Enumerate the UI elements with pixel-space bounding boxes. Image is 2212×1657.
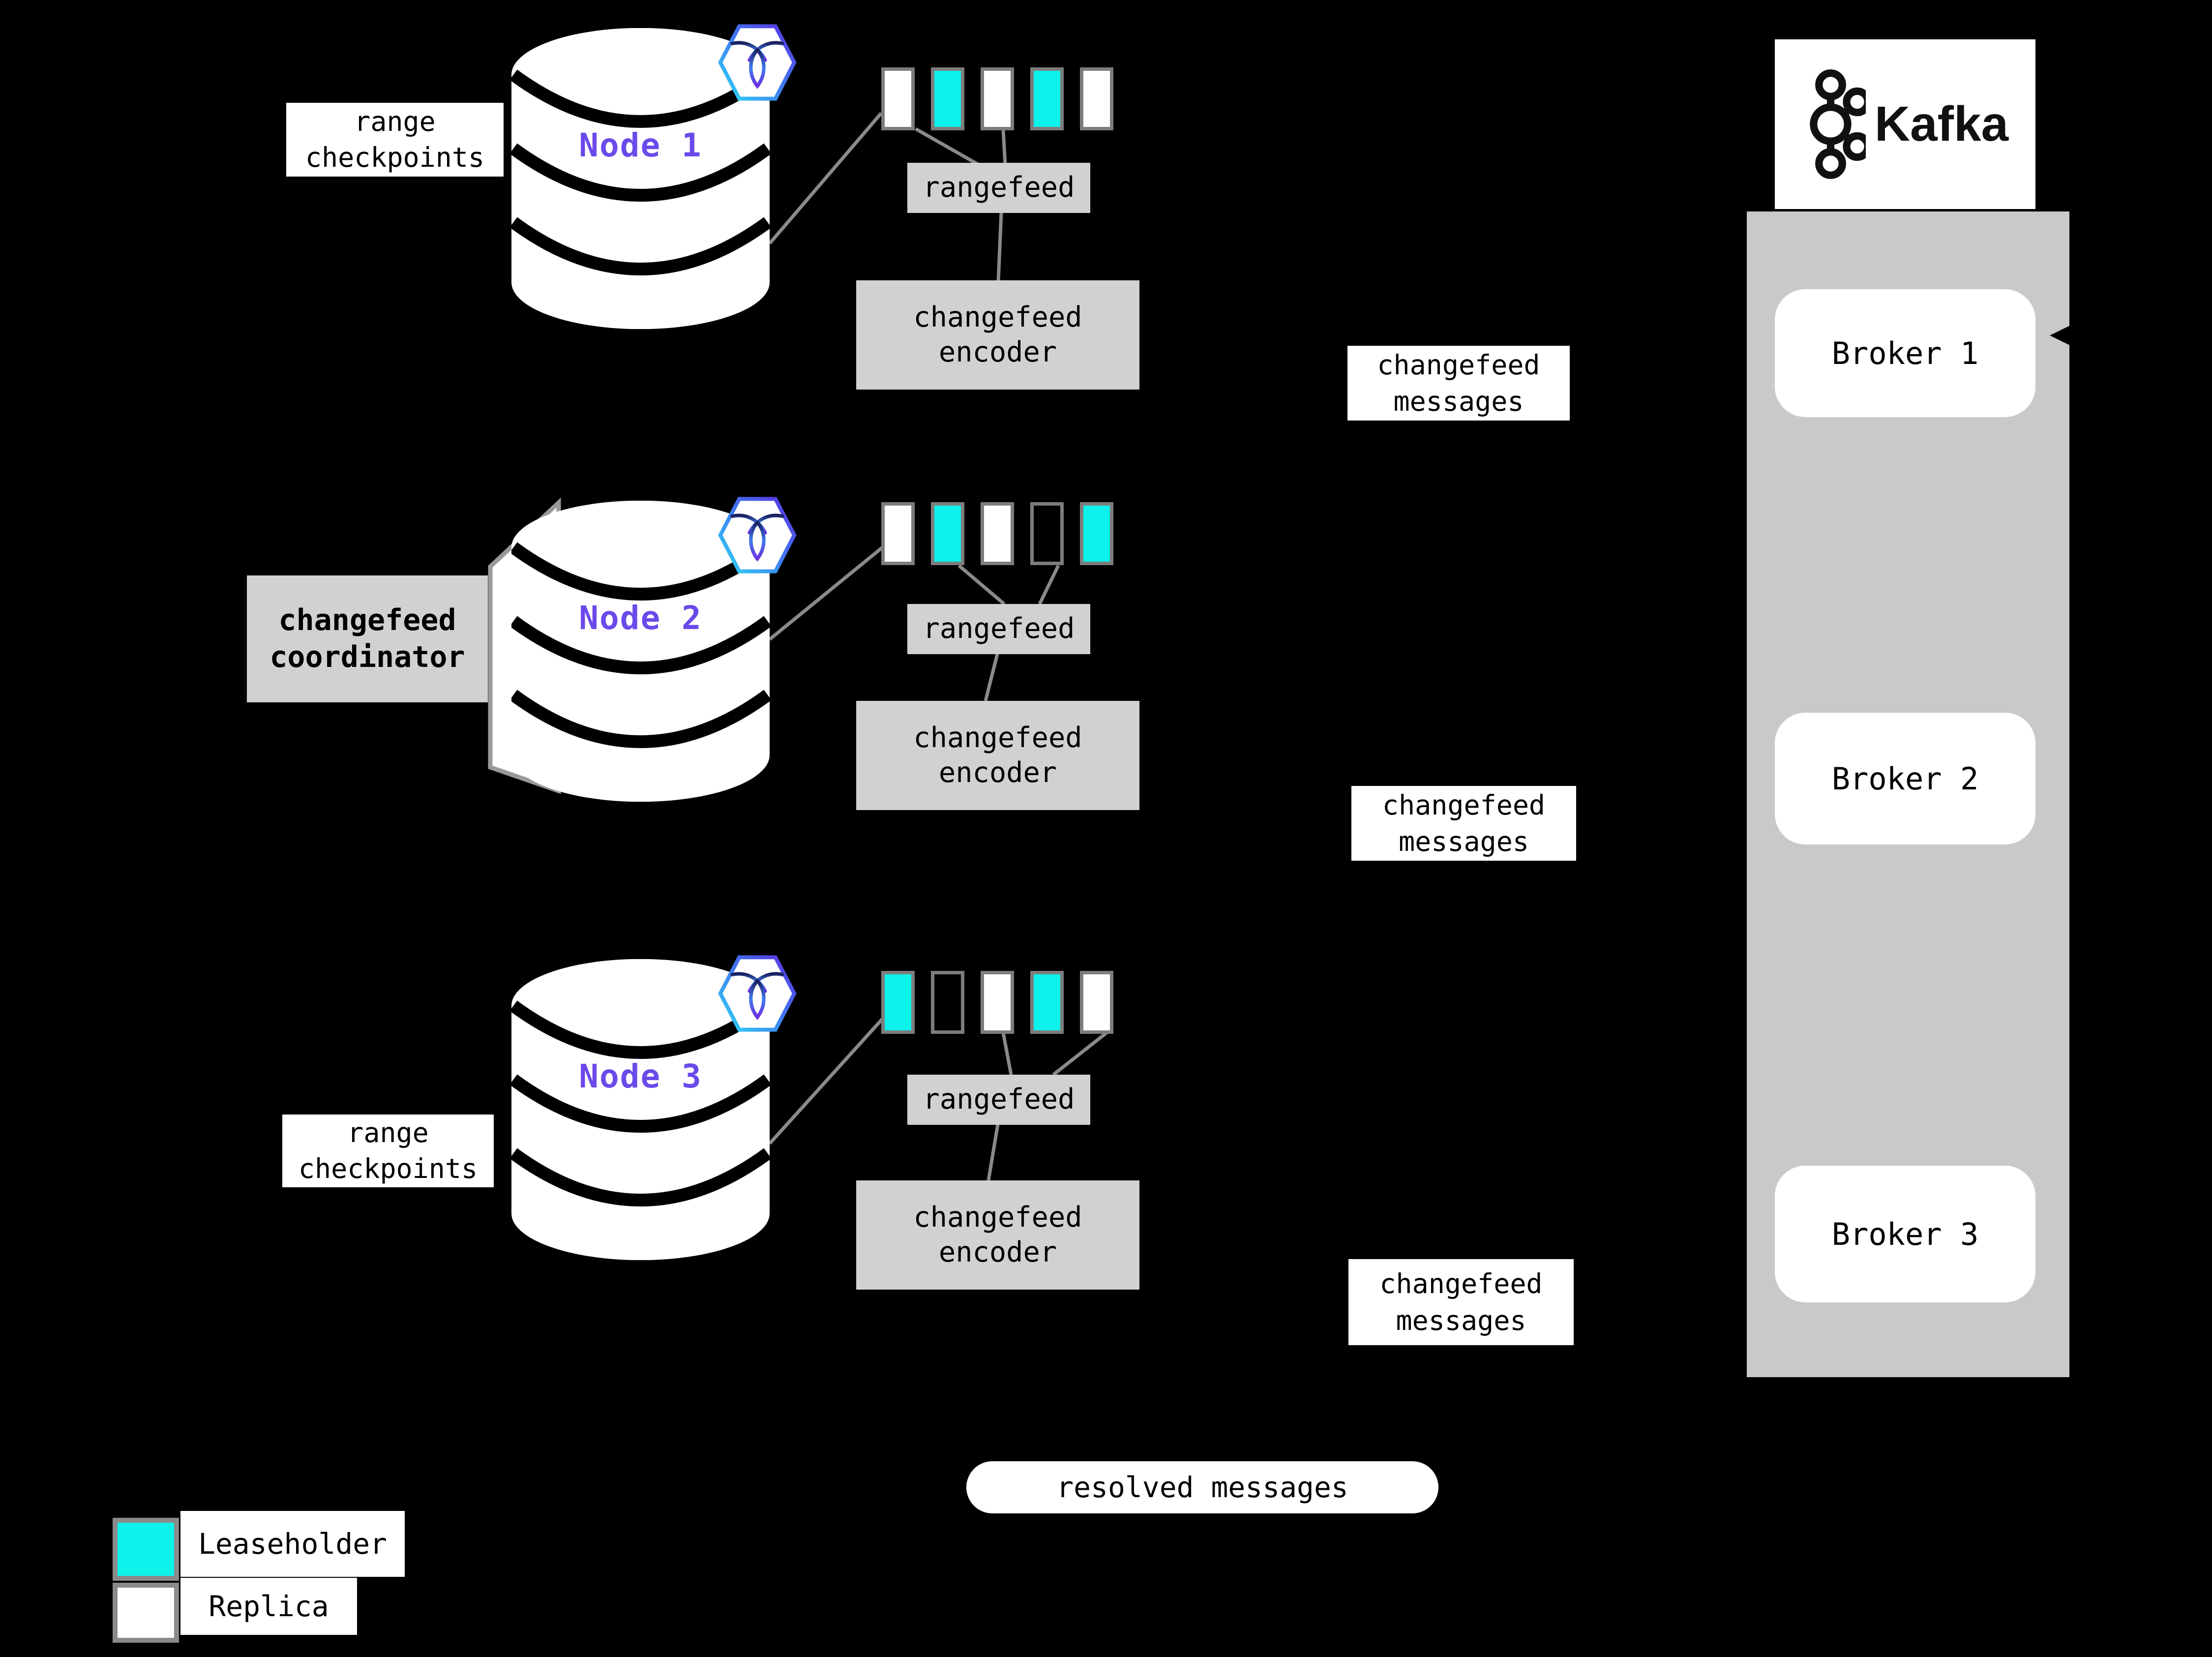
broker-2: Broker 2 <box>1775 713 2035 844</box>
node-label: Node 1 <box>579 126 702 164</box>
replica-swatch <box>113 1583 179 1643</box>
messages-line2: messages <box>1393 386 1524 417</box>
range-cell <box>1080 502 1113 565</box>
range-cell <box>981 67 1014 130</box>
range-cell <box>1080 67 1113 130</box>
legend: Leaseholder Replica <box>113 1511 555 1644</box>
kafka-logo-box: Kafka <box>1775 39 2035 209</box>
resolved-messages-label: resolved messages <box>1056 1471 1348 1504</box>
encoder-line1: changefeed <box>913 1201 1082 1234</box>
node-label: Node 3 <box>579 1057 702 1095</box>
range-cell <box>1030 502 1064 565</box>
range-checkpoints-line1: range <box>347 1117 429 1149</box>
resolved-messages-pill: resolved messages <box>966 1461 1438 1513</box>
cockroachdb-logo-icon <box>718 497 797 573</box>
range-row <box>881 971 1117 1034</box>
range-checkpoints-label: range checkpoints <box>286 103 504 177</box>
changefeed-messages-label-3: changefeed messages <box>1348 1259 1574 1345</box>
changefeed-coordinator-box: changefeed coordinator <box>247 575 488 702</box>
changefeed-encoder-box: changefeed encoder <box>856 1180 1139 1290</box>
range-cell <box>881 502 915 565</box>
encoder-line2: encoder <box>938 756 1057 789</box>
range-cell <box>881 67 915 130</box>
broker-1: Broker 1 <box>1775 289 2035 417</box>
range-checkpoints-label: range checkpoints <box>282 1115 494 1187</box>
messages-line1: changefeed <box>1377 349 1540 381</box>
range-cell <box>981 971 1014 1034</box>
rangefeed-label: rangefeed <box>923 612 1075 645</box>
range-cell <box>931 971 964 1034</box>
range-row <box>881 502 1117 565</box>
messages-line1: changefeed <box>1379 1268 1543 1300</box>
broker-3: Broker 3 <box>1775 1166 2035 1302</box>
cockroachdb-logo-icon <box>718 955 797 1032</box>
node-label: Node 2 <box>579 599 702 637</box>
leaseholder-legend-label: Leaseholder <box>180 1511 405 1577</box>
rangefeed-box: rangefeed <box>907 163 1090 213</box>
range-cell <box>1030 67 1064 130</box>
range-checkpoints-line2: checkpoints <box>305 142 485 173</box>
rangefeed-box: rangefeed <box>907 604 1090 654</box>
cockroachdb-logo-icon <box>718 24 797 101</box>
database-cylinder-icon <box>511 28 770 329</box>
messages-line1: changefeed <box>1382 789 1546 821</box>
database-cylinder-icon <box>511 501 770 802</box>
coordinator-line1: changefeed <box>278 603 456 637</box>
changefeed-messages-label-2: changefeed messages <box>1351 786 1576 861</box>
coordinator-line2: coordinator <box>269 640 465 674</box>
encoder-line1: changefeed <box>913 721 1082 754</box>
changefeed-messages-label-1: changefeed messages <box>1347 346 1570 421</box>
kafka-logo-icon <box>1810 69 1866 179</box>
range-row <box>881 67 1117 130</box>
rangefeed-label: rangefeed <box>923 171 1075 204</box>
range-cell <box>1080 971 1113 1034</box>
broker-label: Broker 2 <box>1831 760 1979 797</box>
rangefeed-label: rangefeed <box>923 1083 1075 1116</box>
encoder-line2: encoder <box>938 336 1057 368</box>
messages-line2: messages <box>1396 1304 1526 1336</box>
range-cell <box>931 502 964 565</box>
range-cell <box>931 67 964 130</box>
database-cylinder-icon <box>511 959 770 1260</box>
range-cell <box>981 502 1014 565</box>
kafka-brand-label: Kafka <box>1874 96 2009 151</box>
messages-line2: messages <box>1399 826 1529 857</box>
encoder-line1: changefeed <box>913 301 1082 333</box>
changefeed-encoder-box: changefeed encoder <box>856 701 1139 810</box>
arrow-into-broker1-icon <box>2050 318 2086 353</box>
replica-legend-label: Replica <box>180 1578 357 1635</box>
range-checkpoints-line1: range <box>354 106 436 138</box>
encoder-line2: encoder <box>938 1236 1057 1268</box>
range-cell <box>1030 971 1064 1034</box>
broker-label: Broker 3 <box>1831 1216 1979 1252</box>
range-checkpoints-line2: checkpoints <box>298 1153 478 1184</box>
range-cell <box>881 971 915 1034</box>
changefeed-encoder-box: changefeed encoder <box>856 280 1139 390</box>
rangefeed-box: rangefeed <box>907 1075 1090 1125</box>
broker-label: Broker 1 <box>1831 335 1979 371</box>
leaseholder-swatch <box>113 1518 179 1581</box>
